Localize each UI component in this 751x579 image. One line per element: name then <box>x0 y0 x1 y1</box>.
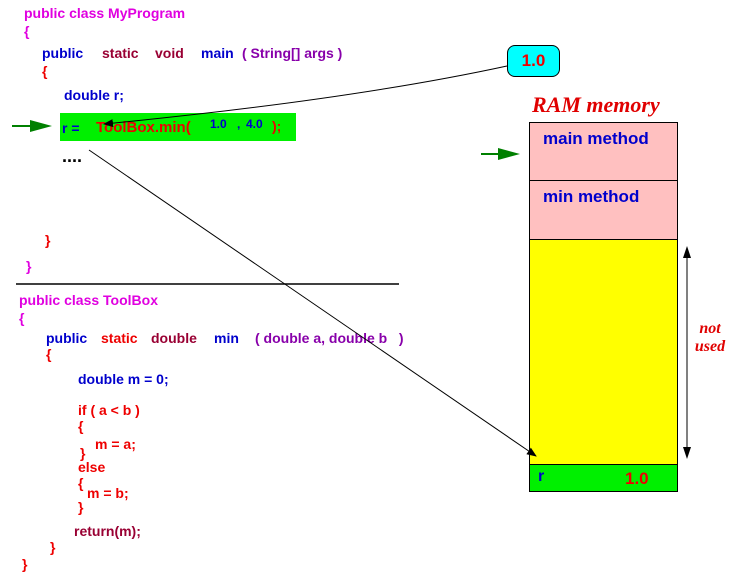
min-method-frame: min method <box>529 180 678 240</box>
call-comma: , <box>237 117 241 131</box>
myprogram-class-decl: public class MyProgram <box>24 5 186 21</box>
min-open-brace: { <box>46 346 52 362</box>
main-kw-static: static <box>102 45 139 61</box>
then-statement: m = a; <box>95 436 136 452</box>
min-close-brace: } <box>50 539 56 555</box>
myprogram-close-brace: } <box>26 258 32 274</box>
main-method-frame: main method <box>529 122 678 181</box>
else-close-brace: } <box>78 499 84 515</box>
if-condition: if ( a < b ) <box>78 402 140 418</box>
ellipsis: .... <box>62 146 83 166</box>
variable-r-value: 1.0 <box>625 469 649 488</box>
if-close-brace: } <box>80 445 86 461</box>
stack-pointer-arrow <box>481 148 520 160</box>
variable-location-arrow <box>88 149 537 457</box>
not-used-line-1: not <box>699 320 721 337</box>
min-params: ( double a, double b ) <box>255 330 404 346</box>
call-arg-2: 4.0 <box>246 117 263 131</box>
main-params: ( String[] args ) <box>242 45 343 61</box>
return-statement: return(m); <box>74 523 141 539</box>
main-kw-public: public <box>42 45 84 61</box>
toolbox-class-decl: public class ToolBox <box>19 292 158 308</box>
main-frame-label: main method <box>543 129 649 148</box>
call-arg-1: 1.0 <box>210 117 227 131</box>
variable-r-name: r <box>538 468 545 485</box>
assign-left: r = <box>62 120 80 136</box>
not-used-range-arrow <box>683 246 691 459</box>
else-keyword: else <box>78 459 106 475</box>
toolbox-close-brace: } <box>22 556 28 572</box>
return-value-box: 1.0 <box>507 45 560 77</box>
toolbox-min-call: ToolBox.min( <box>96 119 191 136</box>
not-used-line-2: used <box>694 338 726 355</box>
else-statement: m = b; <box>87 485 129 501</box>
min-kw-public: public <box>46 330 88 346</box>
decl-r: double r; <box>64 87 124 103</box>
min-method-name: min <box>214 330 239 346</box>
return-value-arrow <box>103 65 508 128</box>
call-highlight <box>60 113 296 141</box>
toolbox-open-brace: { <box>19 310 25 326</box>
else-open-brace: { <box>78 475 84 491</box>
unused-memory-region <box>529 239 678 465</box>
min-kw-static: static <box>101 330 138 346</box>
myprogram-open-brace: { <box>24 23 30 39</box>
not-used-label: not used <box>690 320 730 356</box>
min-kw-double: double <box>151 330 197 346</box>
main-method-name: main <box>201 45 234 61</box>
current-line-arrow <box>12 120 52 132</box>
variable-r-cell: r 1.0 <box>529 464 678 492</box>
decl-m: double m = 0; <box>78 371 169 387</box>
min-frame-label: min method <box>543 187 640 206</box>
if-open-brace: { <box>78 418 84 434</box>
main-open-brace: { <box>42 63 48 79</box>
call-close: ); <box>272 118 282 134</box>
main-kw-void: void <box>155 45 184 61</box>
main-close-brace: } <box>45 232 51 248</box>
ram-memory-title: RAM memory <box>532 92 660 117</box>
